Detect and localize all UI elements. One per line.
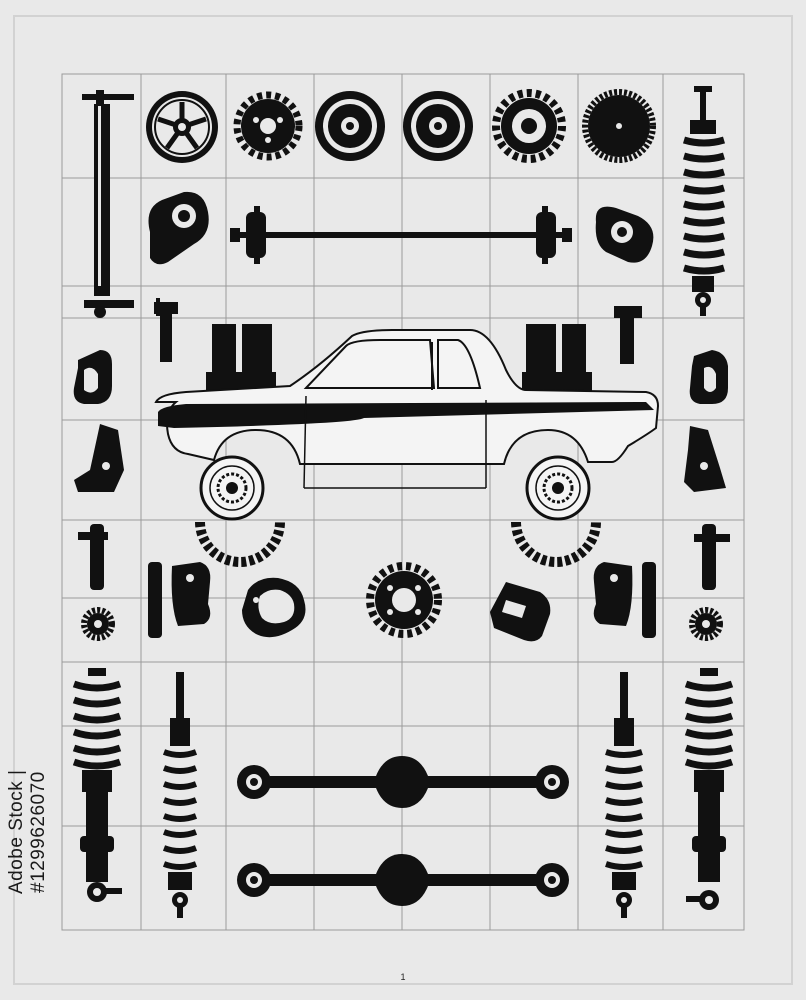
brake-disc-icon <box>315 91 385 161</box>
bracket-icon <box>154 298 178 362</box>
coilover-icon <box>684 668 734 910</box>
mount-block-icon <box>206 324 276 394</box>
strut-icon <box>162 672 198 918</box>
small-gear-icon <box>81 607 115 641</box>
tie-rod-icon <box>82 90 134 318</box>
caliper-icon <box>595 206 654 263</box>
gasket-icon <box>242 577 306 638</box>
bracket-icon <box>614 306 642 364</box>
control-arm-icon <box>237 854 569 906</box>
fuel-nozzle-icon <box>689 350 728 404</box>
bolt-bracket-icon <box>694 524 730 590</box>
link-bracket-icon <box>593 562 656 638</box>
link-bracket-icon <box>148 562 211 638</box>
gear-icon <box>492 89 566 163</box>
small-gear-icon <box>689 607 723 641</box>
alloy-wheel-icon <box>146 91 218 163</box>
gear-arc-icon <box>195 521 285 567</box>
axle-icon <box>230 206 572 264</box>
saw-blade-icon <box>582 89 656 163</box>
car-wheel-icon <box>525 455 591 521</box>
sprocket-icon <box>366 562 442 638</box>
bolt-bracket-icon <box>78 524 108 590</box>
housing-icon <box>490 582 551 642</box>
mount-bracket-icon <box>684 426 726 492</box>
mount-block-icon <box>522 324 592 394</box>
stock-id-label: Adobe Stock | #1299626070 <box>6 769 49 895</box>
strut-icon <box>605 672 643 918</box>
fuel-nozzle-icon <box>73 350 112 404</box>
car-wheel-icon <box>199 455 265 521</box>
mount-bracket-icon <box>74 424 124 492</box>
coilover-icon <box>682 86 726 316</box>
gear-arc-icon <box>511 521 601 567</box>
caliper-icon <box>148 191 209 265</box>
gear-icon <box>233 91 303 161</box>
page-number: 1 <box>400 972 406 982</box>
brake-disc-icon <box>403 91 473 161</box>
outer-frame <box>13 15 793 985</box>
control-arm-icon <box>237 756 569 808</box>
coilover-icon <box>72 668 122 902</box>
car-silhouette-icon <box>154 329 660 489</box>
